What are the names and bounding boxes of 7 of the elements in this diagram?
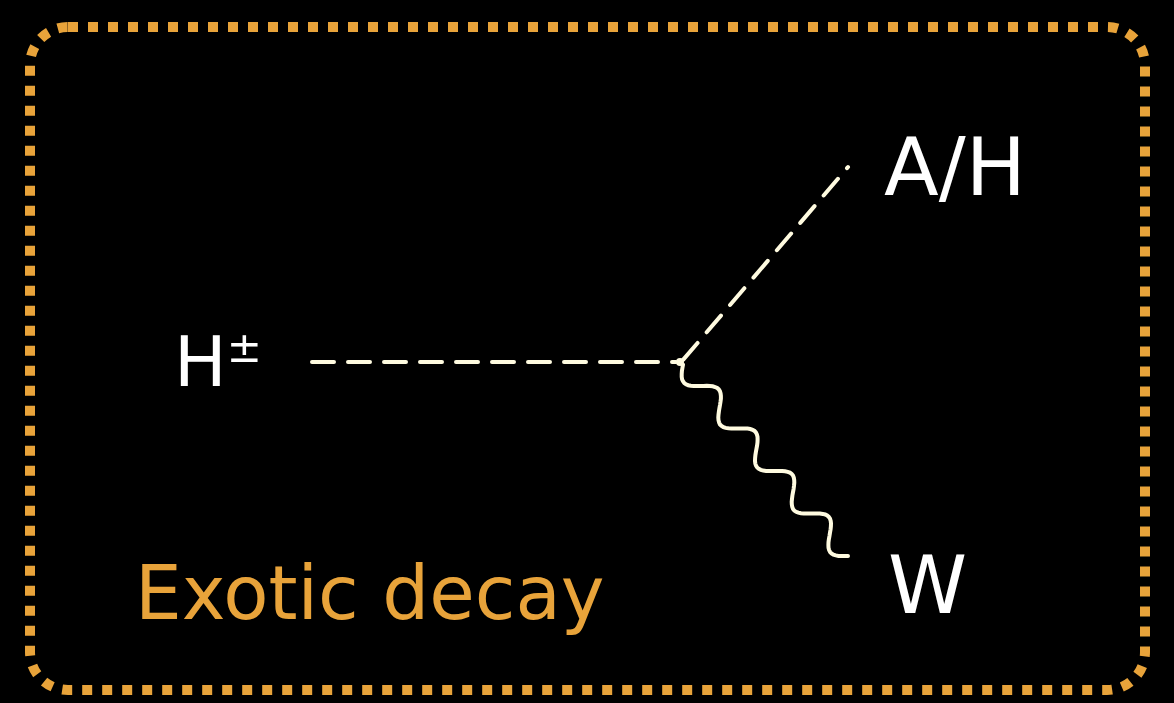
particle-label: A/H [884,128,1026,208]
particle-label: H$^{±}$ [174,326,262,398]
dashed-line [681,165,850,362]
wavy-line [679,362,850,559]
frame-title: Exotic decay [135,550,605,636]
particle-label: W [888,546,968,626]
dashed-line [310,360,678,364]
